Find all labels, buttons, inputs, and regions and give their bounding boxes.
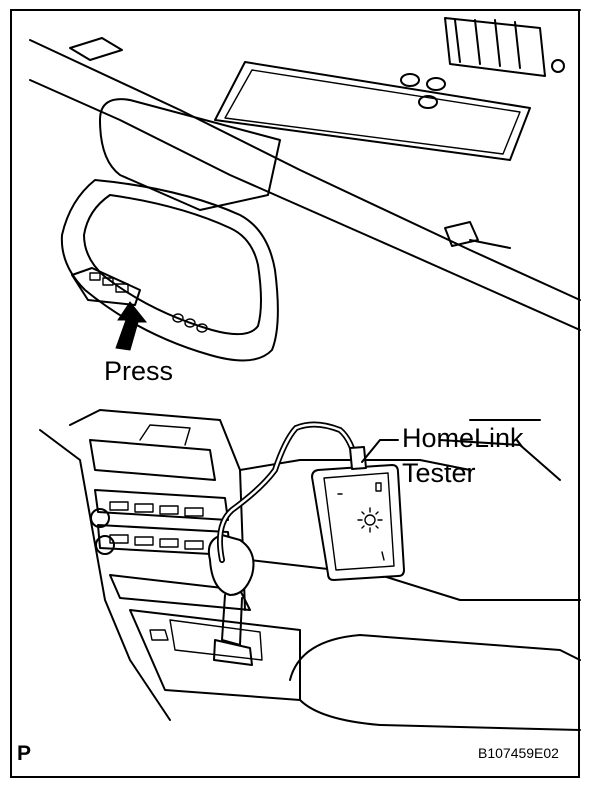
center-console-illustration — [39, 409, 581, 731]
press-arrow — [115, 301, 148, 351]
press-label: Press — [104, 356, 174, 386]
tester-label-line2: Tester — [402, 458, 476, 488]
tester-label-line1: HomeLink — [402, 423, 524, 453]
rear-view-mirror — [60, 179, 279, 362]
figure-reference: B107459E02 — [478, 745, 559, 761]
overhead-console-illustration — [29, 9, 581, 331]
tester-leader-line — [361, 439, 399, 463]
page-marker: P — [17, 742, 32, 765]
homelink-tester-device — [311, 446, 405, 581]
